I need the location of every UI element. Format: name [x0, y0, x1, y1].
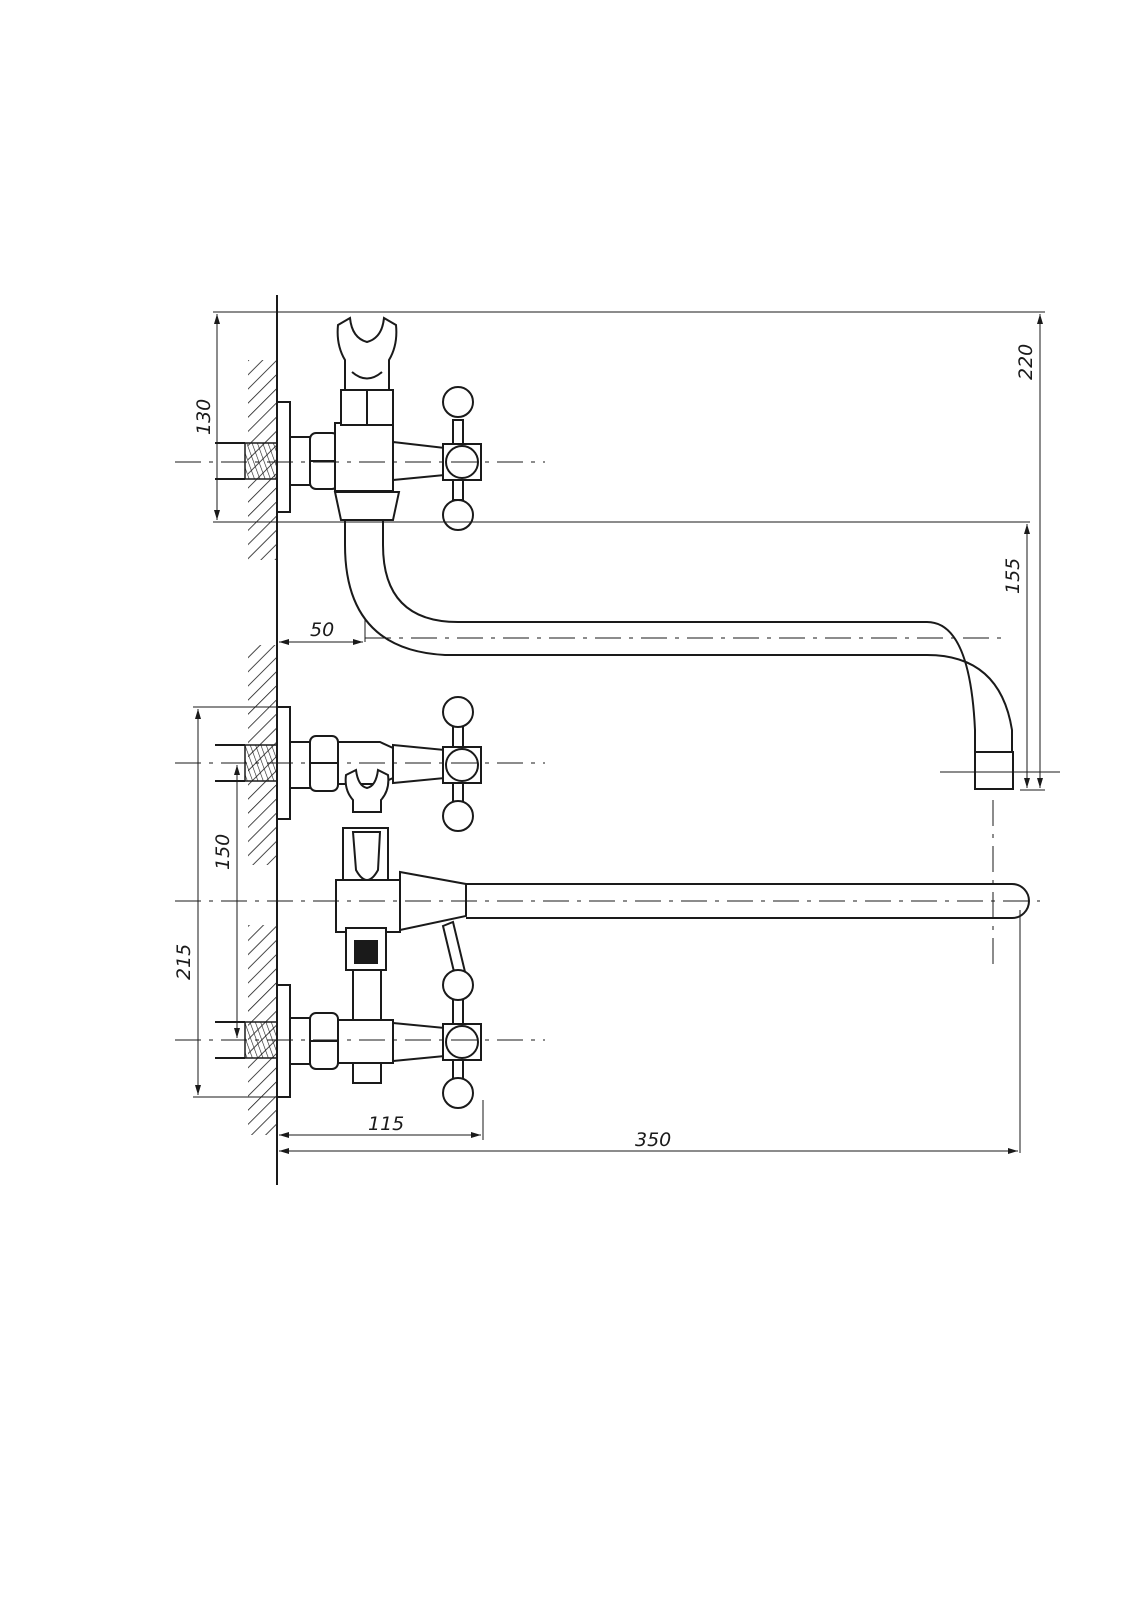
top-valve-assembly: [215, 316, 482, 531]
bottom-valve-assembly: [215, 969, 482, 1109]
top-inlet-thread: [244, 442, 278, 480]
center-lines: [175, 461, 1060, 1041]
curved-spout: [344, 520, 1014, 790]
middle-shower-holder: [344, 768, 390, 813]
dim-label-220: 220: [1015, 344, 1037, 380]
dim-label-150: 150: [212, 834, 234, 870]
dim-label-215: 215: [173, 944, 195, 980]
dim-label-115: 115: [368, 1113, 404, 1135]
top-cross-handle: [442, 386, 482, 531]
dim-label-130: 130: [193, 399, 215, 435]
dim-label-50: 50: [310, 619, 334, 641]
middle-cross-handle: [442, 696, 482, 832]
bottom-cross-handle: [442, 969, 482, 1109]
spout-aerator: [974, 751, 1014, 790]
diverter-assembly: [335, 827, 1030, 1026]
dim-label-350: 350: [635, 1129, 671, 1151]
dim-label-155: 155: [1002, 558, 1024, 594]
dimension-lines: [193, 311, 1045, 1154]
